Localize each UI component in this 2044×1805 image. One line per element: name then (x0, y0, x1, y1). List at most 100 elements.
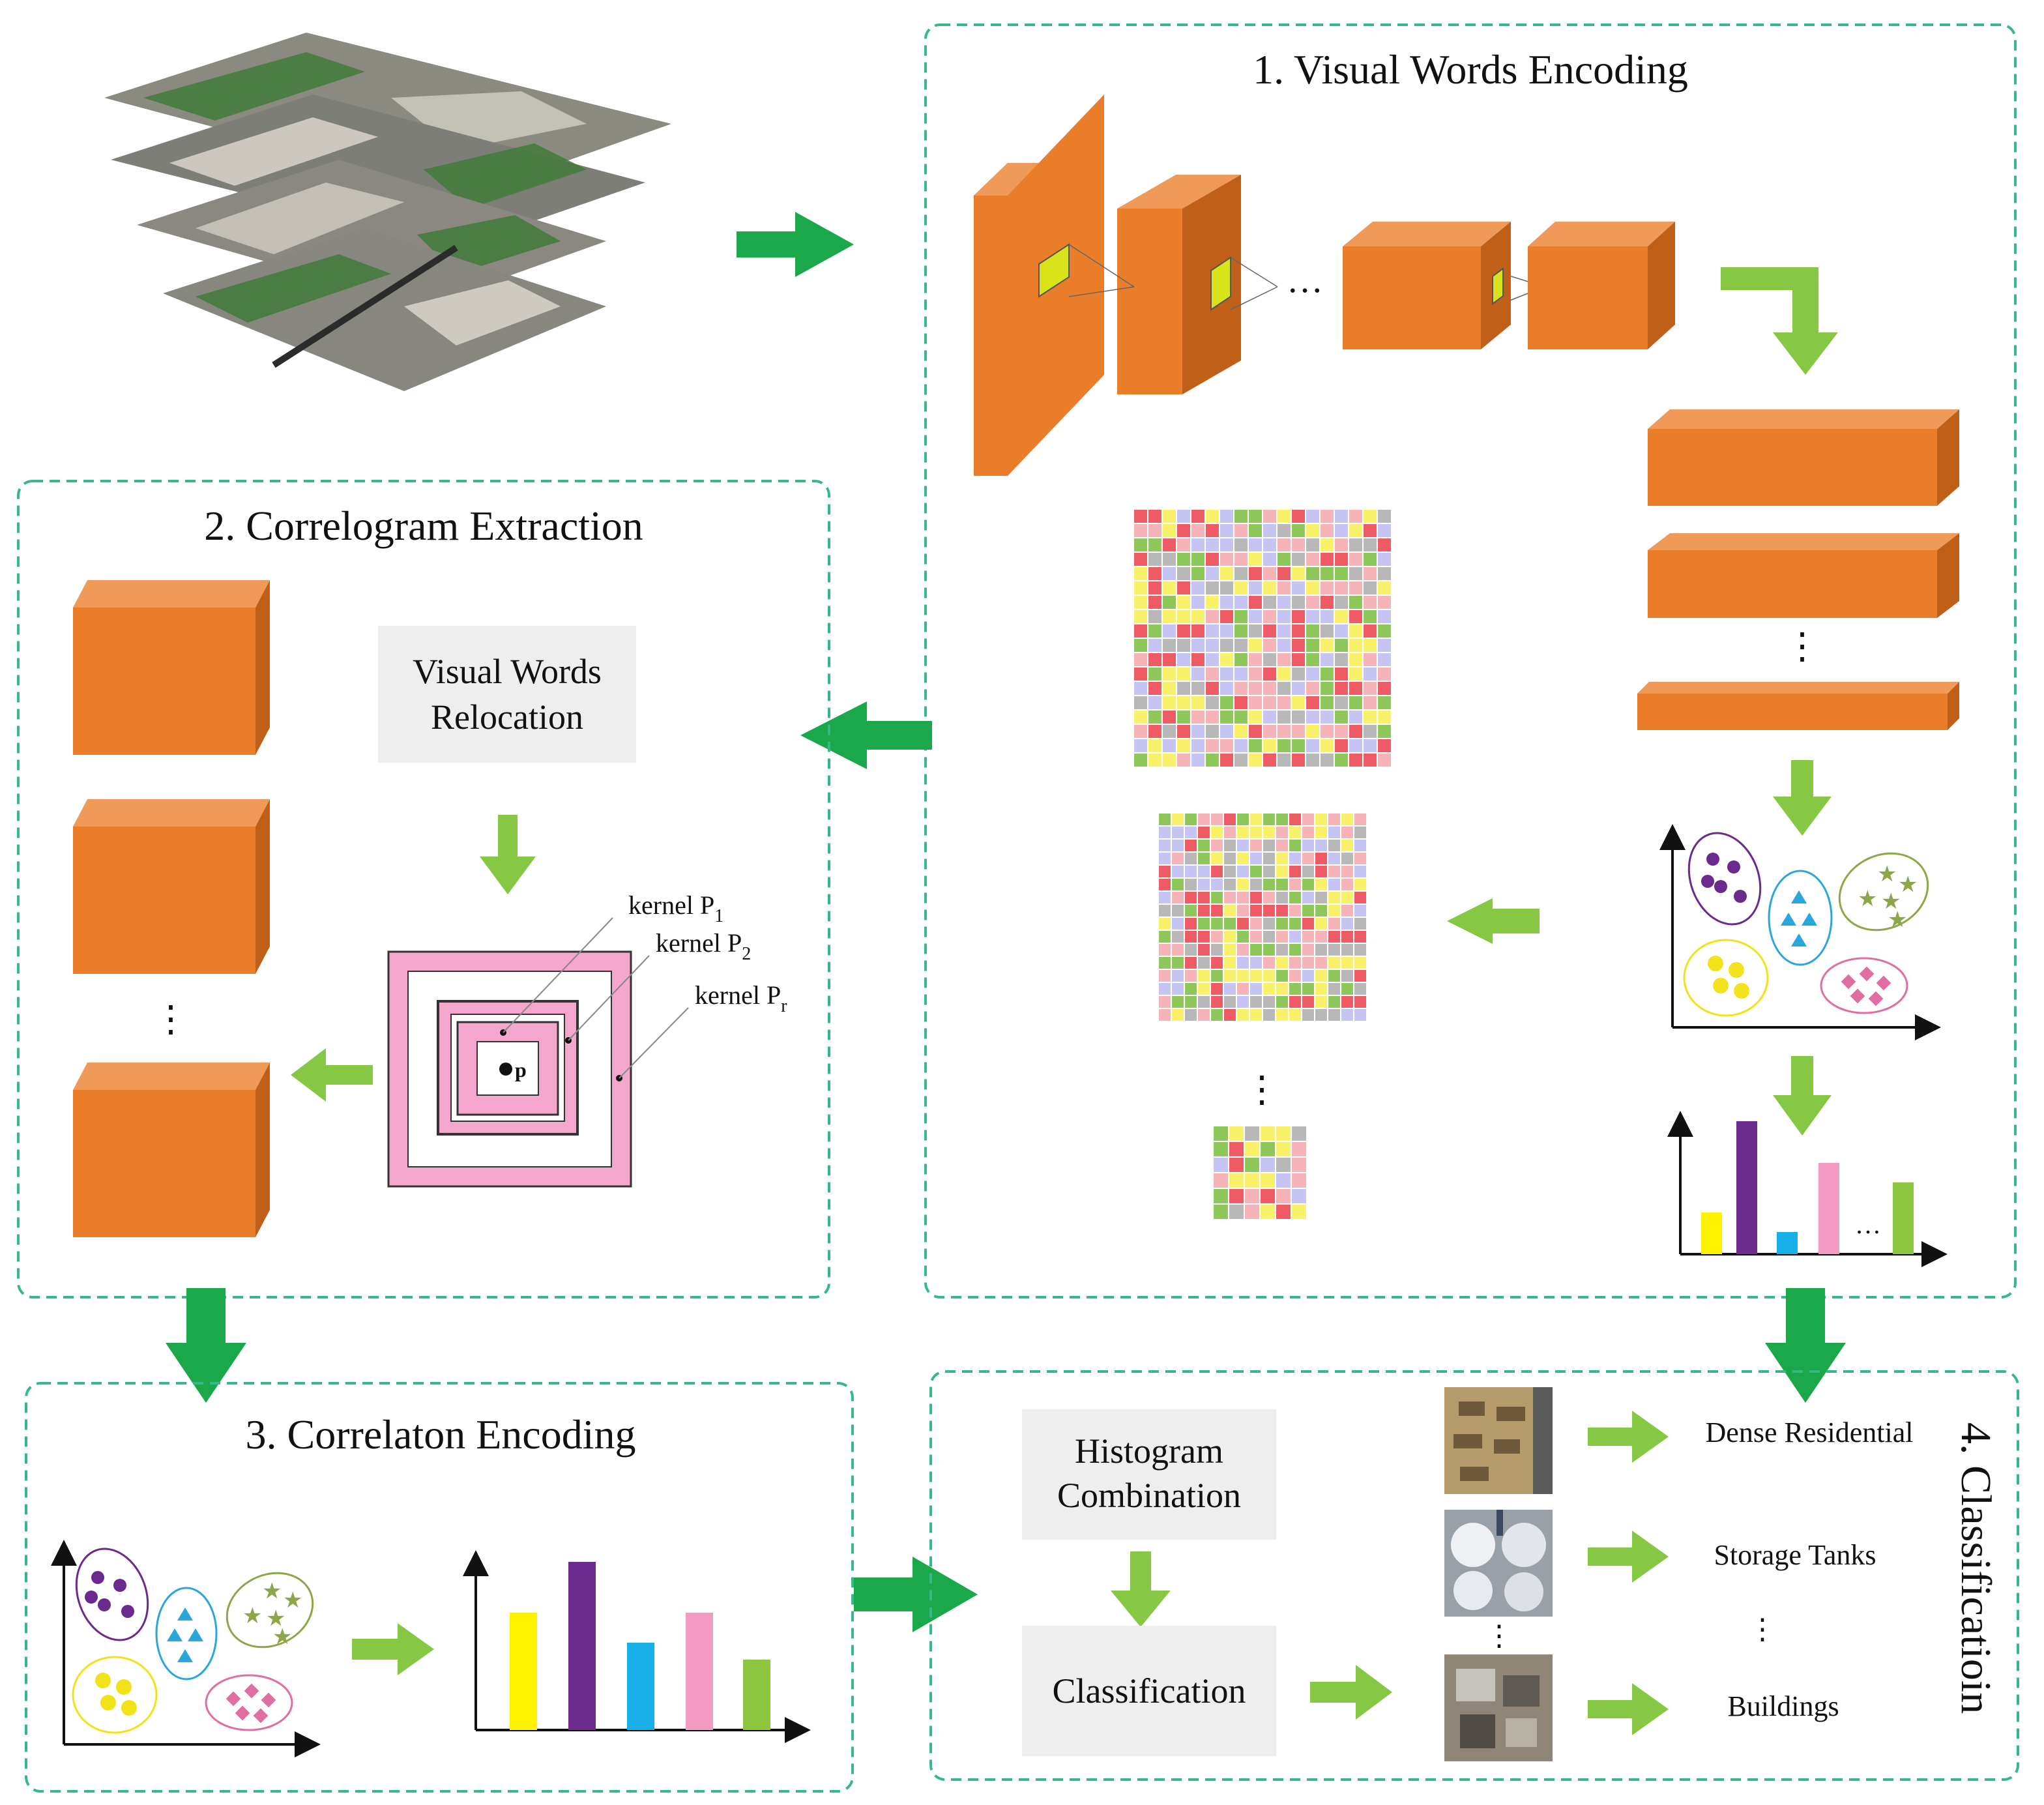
mosaic-cell (1292, 610, 1305, 623)
mosaic-cell (1364, 653, 1377, 666)
mosaic-cell (1148, 538, 1161, 551)
mosaic-cell (1220, 624, 1233, 638)
mosaic-cell (1335, 624, 1348, 638)
mosaic-cell (1263, 553, 1276, 566)
mosaic-cell (1341, 957, 1353, 969)
mosaic-cell (1237, 879, 1249, 890)
mosaic-cell (1249, 510, 1262, 523)
mosaic-cell (1250, 1009, 1262, 1021)
mosaic-cell (1306, 538, 1319, 551)
svg-text:★: ★ (1877, 862, 1897, 887)
mosaic-cell (1328, 827, 1340, 838)
mosaic-cell (1229, 1189, 1244, 1203)
mosaic-cell (1185, 983, 1197, 995)
mosaic-cell (1250, 957, 1262, 969)
mosaic-cell (1364, 711, 1377, 724)
arrow-kernel-to-cubes (291, 1048, 373, 1102)
mosaic-cell (1159, 840, 1171, 851)
mosaic-cell (1289, 970, 1301, 982)
mosaic-cell (1250, 918, 1262, 930)
mosaic-cell (1263, 827, 1275, 838)
mosaic-cell (1191, 610, 1204, 623)
mosaic-cell (1321, 639, 1334, 652)
mosaic-cell (1206, 739, 1219, 752)
mosaic-cell (1211, 983, 1223, 995)
mosaic-cell (1349, 725, 1362, 738)
mosaic-cell (1354, 996, 1366, 1008)
mosaic-cell (1302, 983, 1314, 995)
mosaic-cell (1163, 682, 1176, 695)
mosaic-cell (1263, 840, 1275, 851)
mosaic-cell (1328, 853, 1340, 864)
mosaic-cell (1263, 510, 1276, 523)
mosaic-cell (1263, 754, 1276, 767)
mosaic-cell (1172, 814, 1184, 825)
thumbnail-buildings (1444, 1654, 1553, 1761)
mosaic-cell (1198, 970, 1210, 982)
mosaic-cell (1211, 944, 1223, 956)
mosaic-cell (1237, 944, 1249, 956)
mosaic-cell (1172, 827, 1184, 838)
section-4-frame (929, 1370, 2019, 1781)
mosaic-cell (1220, 610, 1233, 623)
mosaic-cell (1276, 983, 1288, 995)
mosaic-cell (1250, 970, 1262, 982)
arrow-output-1 (1588, 1411, 1669, 1463)
mosaic-cell (1224, 996, 1236, 1008)
mosaic-cell (1234, 624, 1248, 638)
mosaic-cell (1335, 567, 1348, 580)
mosaic-cell (1335, 668, 1348, 681)
mosaic-cell (1302, 827, 1314, 838)
mosaic-cell (1245, 1205, 1259, 1219)
mosaic-cell (1220, 696, 1233, 709)
mosaic-cell (1263, 711, 1276, 724)
mosaic-cell (1289, 879, 1301, 890)
mosaic-cell (1249, 682, 1262, 695)
ellipsis-cnn: … (1287, 260, 1323, 301)
mosaic-cell (1278, 682, 1291, 695)
arrow-features-to-clusters (1773, 760, 1832, 836)
center-point (499, 1063, 512, 1076)
mosaic-cell (1364, 725, 1377, 738)
mosaic-cell (1278, 739, 1291, 752)
mosaic-cell (1185, 814, 1197, 825)
mosaic-cell (1315, 814, 1327, 825)
output-dense-residential: Dense Residential (1706, 1416, 1914, 1448)
mosaic-cell (1177, 567, 1190, 580)
mosaic-cell (1134, 581, 1147, 594)
mosaic-cell (1306, 610, 1319, 623)
mosaic-cell (1263, 931, 1275, 943)
svg-text:★: ★ (242, 1604, 262, 1628)
mosaic-cell (1159, 866, 1171, 877)
kernel-label-1: kernel P1 (628, 890, 723, 926)
mosaic-cell (1364, 624, 1377, 638)
mosaic-cell (1276, 1205, 1291, 1219)
mosaic-cell (1234, 639, 1248, 652)
mosaic-cell (1163, 754, 1176, 767)
mosaic-cell (1148, 711, 1161, 724)
arrow-output-2 (1588, 1531, 1669, 1583)
mosaic-cell (1341, 879, 1353, 890)
mosaic-cell (1134, 754, 1147, 767)
mosaic-cell (1349, 624, 1362, 638)
mosaic-cell (1234, 596, 1248, 609)
mosaic-cell (1289, 983, 1301, 995)
mosaic-cell (1328, 905, 1340, 917)
mosaic-cell (1315, 853, 1327, 864)
mosaic-cell (1163, 596, 1176, 609)
mosaic-cell (1237, 814, 1249, 825)
mosaic-cell (1341, 1009, 1353, 1021)
vdots-outputs: ⋮ (1748, 1613, 1777, 1645)
arrow-output-3 (1588, 1683, 1669, 1735)
mosaic-cell (1191, 739, 1204, 752)
mosaic-cell (1306, 581, 1319, 594)
visual-words-map-1 (1134, 510, 1391, 767)
mosaic-cell (1206, 538, 1219, 551)
mosaic-cell (1321, 653, 1334, 666)
mosaic-cell (1148, 624, 1161, 638)
visual-words-map-3 (1214, 1126, 1306, 1219)
mosaic-cell (1206, 711, 1219, 724)
mosaic-cell (1185, 853, 1197, 864)
mosaic-cell (1321, 581, 1334, 594)
mosaic-cell (1206, 682, 1219, 695)
